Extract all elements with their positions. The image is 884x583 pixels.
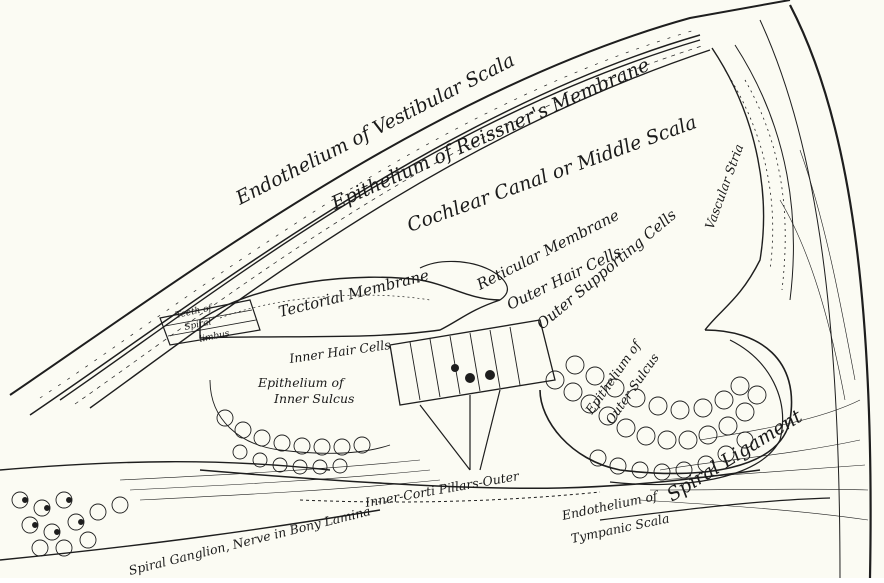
label-inner-sulcus: Inner Sulcus [273,391,354,406]
label-epithelium-of-inner: Epithelium of [257,375,346,390]
